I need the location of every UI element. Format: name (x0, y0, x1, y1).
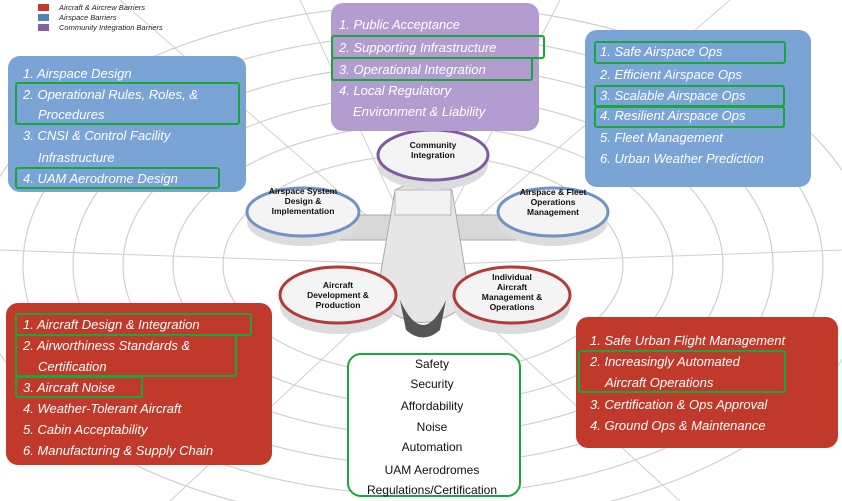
center-considerations-box (347, 353, 521, 497)
legend-swatch-purple (38, 23, 49, 31)
disc-label-airspace: Airspace System Design & Implementation (258, 186, 348, 216)
center-item-affordability: Affordability (400, 399, 464, 413)
operations-item-2-cont: Aircraft Operations (605, 375, 714, 390)
aircraft-item-4: 4. Weather-Tolerant Aircraft (23, 401, 182, 416)
community-item-2: 2. Supporting Infrastructure (339, 40, 497, 55)
disc-label-line: Design & (284, 196, 322, 206)
disc-label-line: Airspace System (268, 186, 338, 196)
community-item-4: 4. Local Regulatory (339, 83, 452, 98)
disc-label-line: Development & (307, 290, 369, 300)
disc-label-line: Community (409, 140, 457, 150)
panel-fleet-operations (585, 30, 811, 187)
operations-item-4: 4. Ground Ops & Maintenance (590, 418, 766, 433)
legend-swatch-red (38, 3, 49, 11)
airspace-item-1: 1. Airspace Design (23, 66, 132, 81)
panel-community-integration (331, 3, 539, 131)
operations-item-1: 1. Safe Urban Flight Management (590, 333, 786, 348)
aircraft-item-5: 5. Cabin Acceptability (23, 422, 148, 437)
center-item-aerodromes: UAM Aerodromes (384, 463, 480, 477)
legend: Aircraft & Aircrew Barriers Airspace Bar… (38, 2, 163, 32)
legend-label: Aircraft & Aircrew Barriers (59, 2, 145, 12)
highlight-box (594, 41, 786, 64)
community-item-1: 1. Public Acceptance (339, 17, 460, 32)
center-item-noise: Noise (416, 420, 448, 434)
disc-label-aircraft: Aircraft Development & Production (293, 280, 383, 310)
legend-item: Airspace Barriers (38, 12, 163, 22)
aircraft-item-2-cont: Certification (38, 359, 107, 374)
disc-label-line: Operations (530, 197, 576, 207)
disc-label-line: Aircraft (496, 282, 528, 292)
disc-label-line: Production (315, 300, 361, 310)
community-item-4-cont: Environment & Liability (353, 104, 486, 119)
legend-label: Airspace Barriers (59, 12, 117, 22)
aircraft-item-2: 2. Airworthiness Standards & (23, 338, 191, 353)
highlight-box (15, 313, 252, 336)
disc-label-line: Implementation (271, 206, 335, 216)
legend-item: Community Integration Barriers (38, 22, 163, 32)
aircraft-item-1: 1. Aircraft Design & Integration (23, 317, 200, 332)
highlight-box (15, 376, 143, 398)
fleet-item-3: 3. Scalable Airspace Ops (600, 88, 746, 103)
panel-individual-operations (576, 317, 838, 448)
disc-label-line: Operations (489, 302, 535, 312)
highlight-box (594, 106, 785, 128)
center-item-automation: Automation (401, 440, 463, 454)
disc-label-line: Integration (411, 150, 455, 160)
operations-item-2: 2. Increasingly Automated (590, 354, 740, 369)
disc-label-line: Management (527, 207, 579, 217)
legend-item: Aircraft & Aircrew Barriers (38, 2, 163, 12)
highlight-box (331, 35, 545, 59)
disc-label-line: Aircraft (322, 280, 354, 290)
airspace-item-2: 2. Operational Rules, Roles, & (23, 87, 198, 102)
highlight-box (594, 85, 785, 107)
operations-item-3: 3. Certification & Ops Approval (590, 397, 768, 412)
fleet-item-5: 5. Fleet Management (600, 130, 723, 145)
disc-label-line: Management & (481, 292, 543, 302)
airspace-item-3-cont: Infrastructure (38, 150, 115, 165)
aircraft-item-3: 3. Aircraft Noise (23, 380, 115, 395)
highlight-box (15, 167, 220, 189)
highlight-box (15, 334, 237, 377)
fleet-item-4: 4. Resilient Airspace Ops (600, 108, 746, 123)
disc-label-fleet: Airspace & Fleet Operations Management (508, 187, 598, 217)
center-item-regulations: Regulations/Certification (366, 483, 498, 497)
rotor-discs (245, 128, 610, 334)
disc-label-community: Community Integration (393, 140, 473, 160)
panel-aircraft-development (6, 303, 272, 465)
community-item-3: 3. Operational Integration (339, 62, 486, 77)
legend-label: Community Integration Barriers (59, 22, 163, 32)
highlight-box (578, 350, 786, 393)
center-item-safety: Safety (414, 357, 450, 371)
legend-swatch-blue (38, 13, 49, 21)
fleet-item-6: 6. Urban Weather Prediction (600, 151, 764, 166)
highlight-box (15, 82, 240, 125)
fleet-item-1: 1. Safe Airspace Ops (600, 44, 723, 59)
highlight-box (331, 57, 533, 81)
center-item-security: Security (410, 377, 454, 391)
disc-label-line: Airspace & Fleet (519, 187, 587, 197)
disc-label-line: Individual (492, 272, 532, 282)
fleet-item-2: 2. Efficient Airspace Ops (600, 67, 742, 82)
airspace-item-2-cont: Procedures (38, 107, 105, 122)
disc-label-individual: Individual Aircraft Management & Operati… (467, 272, 557, 312)
airspace-item-3: 3. CNSI & Control Facility (23, 128, 171, 143)
aircraft-item-6: 6. Manufacturing & Supply Chain (23, 443, 214, 458)
airspace-item-4: 4. UAM Aerodrome Design (23, 171, 178, 186)
